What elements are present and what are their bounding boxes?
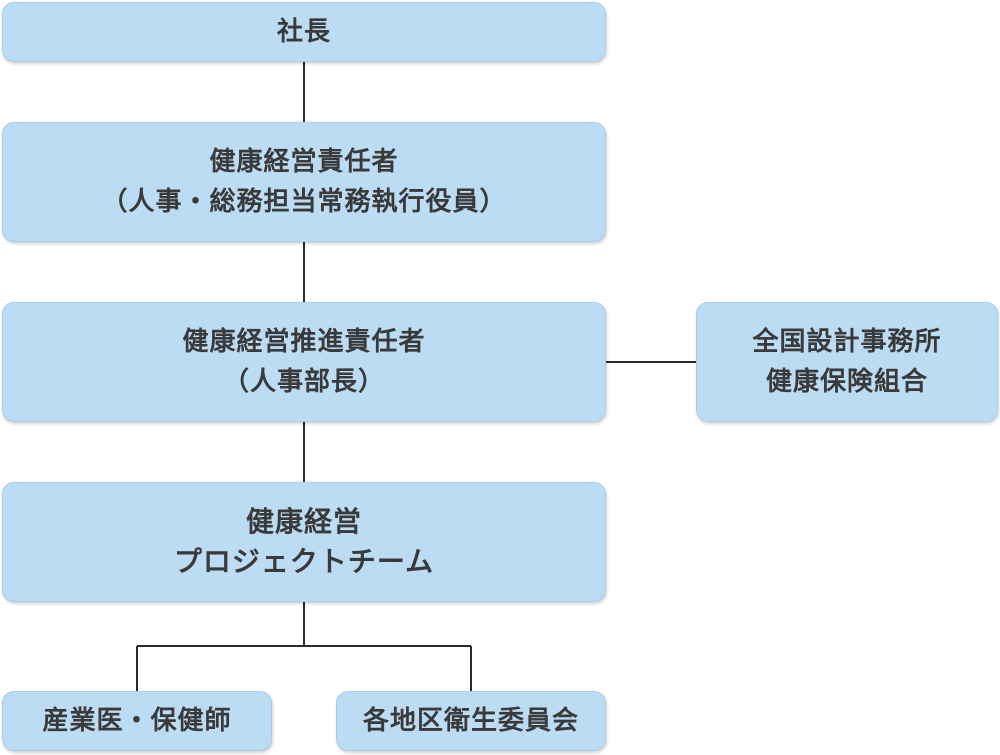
node-project-team: 健康経営 プロジェクトチーム <box>2 482 606 602</box>
node-officer-title: 健康経営責任者 <box>209 147 399 177</box>
node-promoter-subtitle: （人事部長） <box>222 367 385 397</box>
node-industrial-physician-nurse: 産業医・保健師 <box>2 691 272 751</box>
node-team-line2: プロジェクトチーム <box>173 545 435 578</box>
node-health-management-officer: 健康経営責任者 （人事・総務担当常務執行役員） <box>2 122 606 242</box>
node-insurance-line2: 健康保険組合 <box>765 367 928 397</box>
node-officer-subtitle: （人事・総務担当常務執行役員） <box>101 187 507 217</box>
node-committee-label: 各地区衛生委員会 <box>362 706 579 736</box>
node-team-line1: 健康経営 <box>245 505 362 538</box>
node-promoter-title: 健康経営推進責任者 <box>182 327 426 357</box>
node-regional-health-committee: 各地区衛生委員会 <box>336 691 606 751</box>
node-health-management-promoter: 健康経営推進責任者 （人事部長） <box>2 302 606 422</box>
node-medical-label: 産業医・保健師 <box>42 706 232 736</box>
node-health-insurance-association: 全国設計事務所 健康保険組合 <box>696 302 998 422</box>
node-insurance-line1: 全国設計事務所 <box>752 327 942 357</box>
node-president: 社長 <box>2 2 606 62</box>
node-president-label: 社長 <box>276 17 331 47</box>
